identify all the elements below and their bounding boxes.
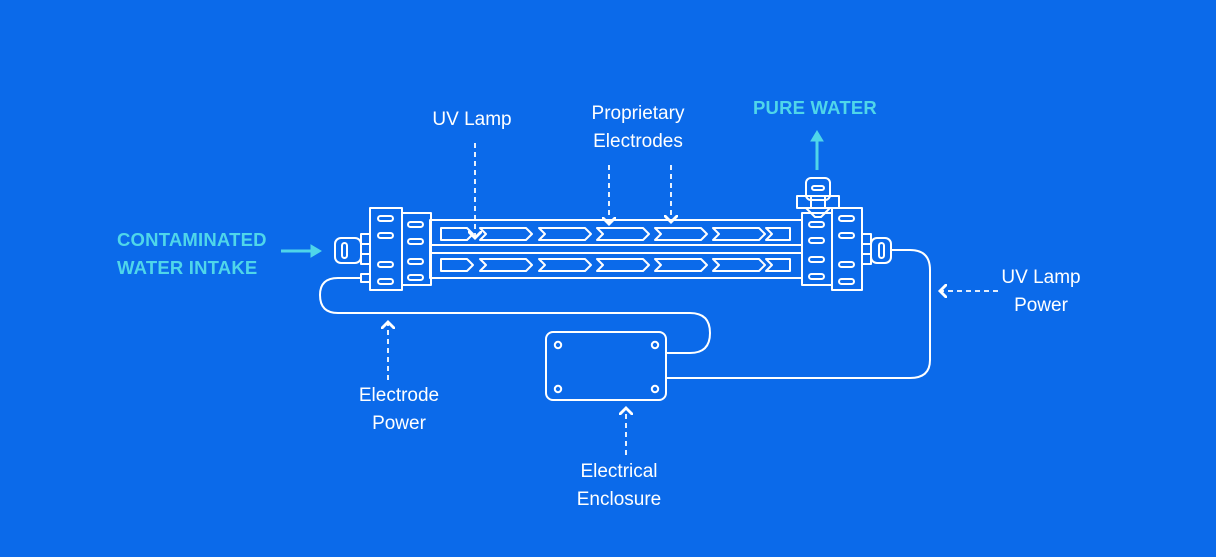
segment bbox=[479, 227, 533, 241]
electrode-power-label-line-2: Power bbox=[372, 413, 426, 434]
electrodes-label: Proprietary Electrodes bbox=[582, 100, 694, 156]
segment bbox=[440, 227, 474, 241]
intake-label-line-1: CONTAMINATED bbox=[117, 229, 267, 250]
outlet-label: PURE WATER bbox=[753, 94, 877, 122]
right-end-cap bbox=[801, 207, 892, 291]
electrodes-label-line-1: Proprietary bbox=[591, 103, 685, 124]
uv-lamp-segments-top bbox=[440, 227, 791, 241]
intake-label: CONTAMINATED WATER INTAKE bbox=[117, 226, 267, 282]
enclosure-label: Electrical Enclosure bbox=[568, 458, 670, 514]
reactor-tube bbox=[429, 219, 803, 279]
segment bbox=[712, 227, 766, 241]
enclosure-label-line-2: Enclosure bbox=[576, 489, 662, 510]
uv-lamp-power-label: UV Lamp Power bbox=[996, 264, 1086, 320]
intake-arrowhead-icon bbox=[310, 244, 322, 258]
segment bbox=[538, 227, 592, 241]
electrode-power-cable bbox=[319, 277, 711, 354]
segment bbox=[596, 227, 650, 241]
enclosure-label-line-1: Electrical bbox=[580, 461, 658, 482]
segment bbox=[538, 258, 592, 272]
uv-lamp-power-label-line-1: UV Lamp bbox=[1001, 267, 1081, 288]
segment bbox=[479, 258, 533, 272]
segment bbox=[654, 258, 708, 272]
electrical-enclosure bbox=[545, 331, 667, 401]
uv-lamp-power-cable bbox=[665, 249, 931, 379]
uv-lamp-label-text: UV Lamp bbox=[432, 109, 512, 130]
segment bbox=[765, 227, 791, 241]
electrode-segments-bottom bbox=[440, 258, 791, 272]
segment bbox=[765, 258, 791, 272]
outlet-label-text: PURE WATER bbox=[753, 97, 877, 118]
uv-lamp-power-label-line-2: Power bbox=[1014, 295, 1068, 316]
uv-lamp-label: UV Lamp bbox=[424, 106, 520, 134]
intake-label-line-2: WATER INTAKE bbox=[117, 257, 258, 278]
left-end-cap bbox=[334, 207, 432, 291]
segment bbox=[712, 258, 766, 272]
electrode-power-label-line-1: Electrode bbox=[358, 385, 440, 406]
electrodes-label-line-2: Electrodes bbox=[593, 131, 683, 152]
electrode-power-label: Electrode Power bbox=[350, 382, 448, 438]
segment bbox=[440, 258, 474, 272]
segment bbox=[654, 227, 708, 241]
outlet-fitting bbox=[796, 177, 840, 218]
outlet-arrowhead-icon bbox=[810, 130, 824, 142]
segment bbox=[596, 258, 650, 272]
